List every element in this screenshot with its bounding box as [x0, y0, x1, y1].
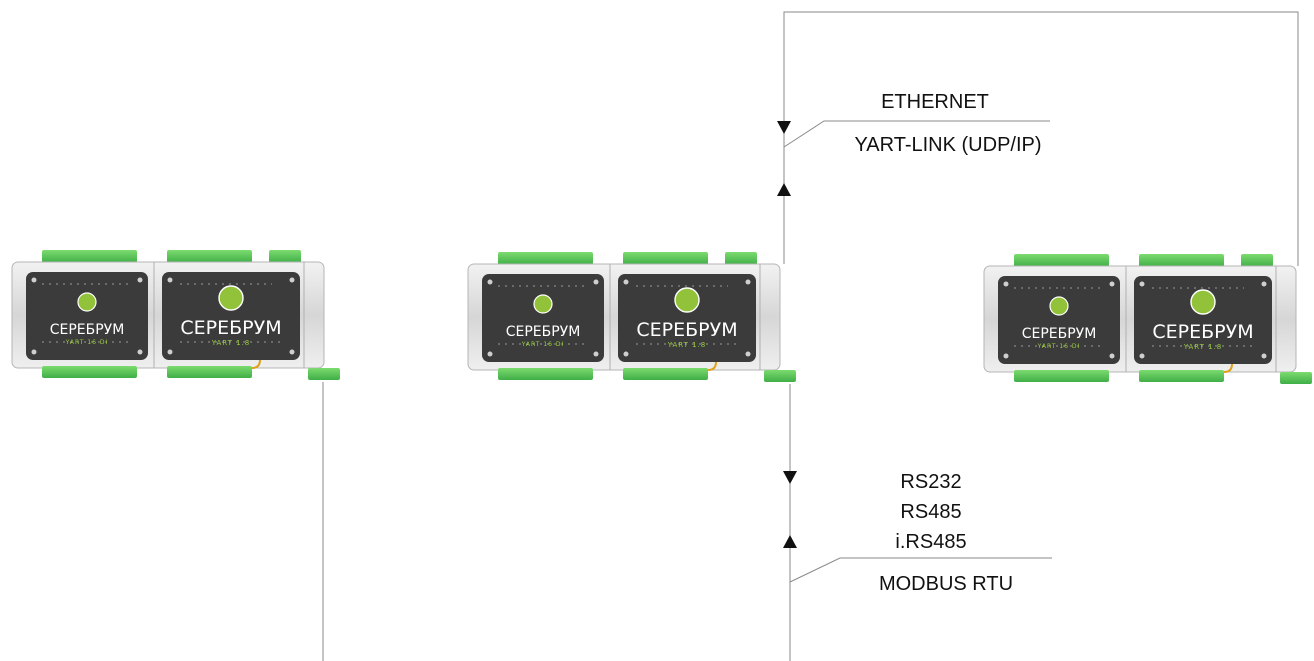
- serial-interface-rs485: RS485: [900, 501, 961, 523]
- device-3: СЕРЕБРУМ YART 16 DI СЕРЕБРУМ YART 1.8: [983, 253, 1313, 385]
- device-1-model-right: YART 1.8: [211, 339, 251, 347]
- device-1-model-left: YART 16 DI: [65, 339, 109, 346]
- ethernet-connection-line: [783, 11, 1299, 266]
- device-2: СЕРЕБРУМ YART 16 DI СЕРЕБРУМ YART 1.8: [467, 251, 797, 383]
- device-2-brand-right: СЕРЕБРУМ: [636, 319, 737, 341]
- serial-interface-rs232: RS232: [900, 471, 961, 493]
- ethernet-interface-label: ETHERNET: [881, 91, 989, 113]
- device-2-model-right: YART 1.8: [667, 341, 707, 349]
- device-3-model-right: YART 1.8: [1183, 343, 1223, 351]
- device-1-brand-right: СЕРЕБРУМ: [180, 317, 281, 339]
- device-3-brand-left: СЕРЕБРУМ: [1022, 326, 1097, 342]
- ethernet-label-leader: [783, 120, 1050, 148]
- serial-interface-irs485: i.RS485: [895, 531, 966, 553]
- device-2-model-left: YART 16 DI: [521, 341, 565, 348]
- serial-label-leader: [789, 557, 1052, 583]
- serial-protocol-label: MODBUS RTU: [879, 573, 1013, 595]
- ethernet-protocol-label: YART-LINK (UDP/IP): [854, 134, 1041, 156]
- serial-arrow-down: [783, 471, 797, 484]
- ethernet-arrow-up: [777, 183, 791, 196]
- device-3-model-left: YART 16 DI: [1037, 343, 1081, 350]
- serial-arrow-up: [783, 535, 797, 548]
- device-3-brand-right: СЕРЕБРУМ: [1152, 321, 1253, 343]
- device-1: СЕРЕБРУМ YART 16 DI СЕРЕБРУМ YART 1.8: [11, 249, 341, 381]
- ethernet-arrow-down: [777, 121, 791, 134]
- device-1-brand-left: СЕРЕБРУМ: [50, 322, 125, 338]
- device-2-brand-left: СЕРЕБРУМ: [506, 324, 581, 340]
